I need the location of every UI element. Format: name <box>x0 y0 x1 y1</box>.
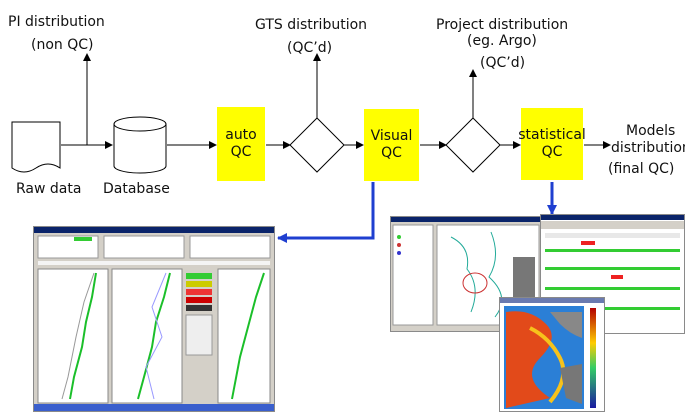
visual-qc-screenshot-image <box>34 227 274 411</box>
visual-qc-screenshot <box>33 226 275 412</box>
project-qcd-label: (QC’d) <box>480 55 526 71</box>
statistical-table-screenshot-image <box>541 215 684 310</box>
statistical-qc-line2: QC <box>541 144 563 160</box>
pi-non-qc-label: (non QC) <box>31 37 94 53</box>
models-distribution-label: distribution <box>611 140 685 156</box>
diamond-icon <box>289 117 345 173</box>
raw-data-label: Raw data <box>16 181 82 197</box>
diamond-icon <box>445 117 501 173</box>
heatmap-screenshot <box>499 297 605 412</box>
pi-distribution-label: PI distribution <box>8 14 105 30</box>
project-distribution-label: Project distribution <box>436 17 569 33</box>
gts-distribution-label: GTS distribution <box>255 17 368 33</box>
database-label: Database <box>103 181 170 197</box>
project-example-label: (eg. Argo) <box>467 33 537 49</box>
document-icon <box>11 121 61 173</box>
arrow-visual-to-screenshot <box>277 182 375 243</box>
gts-qcd-label: (QC’d) <box>287 40 333 56</box>
visual-qc-line1: Visual <box>370 128 413 144</box>
statistical-qc-line1: statistical <box>518 127 586 143</box>
auto-qc-line2: QC <box>230 144 252 160</box>
visual-qc-line2: QC <box>381 145 402 161</box>
database-cylinder-icon <box>113 116 167 174</box>
models-final-qc-label: (final QC) <box>608 161 675 177</box>
models-label: Models <box>626 123 676 139</box>
heatmap-screenshot-image <box>500 298 604 409</box>
auto-qc-line1: auto <box>225 127 257 143</box>
